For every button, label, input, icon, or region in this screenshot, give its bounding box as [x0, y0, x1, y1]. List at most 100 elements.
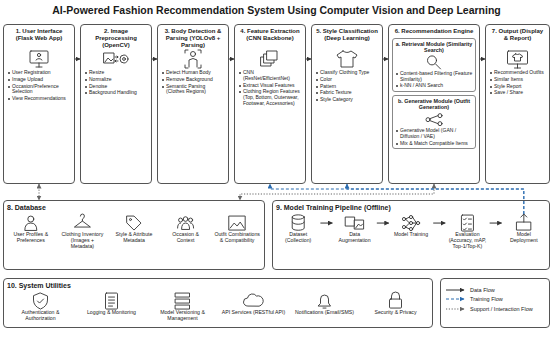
item-tile: Authentication & Authorization — [7, 292, 74, 322]
item-label: Clothing Inventory (Images + Metadata) — [60, 232, 106, 250]
dataset-icon — [292, 215, 304, 230]
lock-icon — [390, 292, 402, 308]
item-tile: Outfit Combinations & Compatibility — [213, 214, 261, 250]
outfit-image-icon — [229, 216, 245, 230]
item-tile: Occasion & Context — [162, 214, 210, 250]
hanger-icon — [74, 214, 90, 227]
bullet-item: Style Category — [315, 97, 379, 103]
legend-sample — [445, 296, 467, 302]
heading: 9. Model Training Pipeline (Offline) — [276, 204, 546, 212]
bullet-item: Denoise — [84, 84, 148, 90]
bullet-item: Semantic Parsing (Clothes Regions) — [161, 84, 225, 96]
user-icon — [25, 216, 37, 230]
group-panel: 10. System UtilitiesAuthentication & Aut… — [3, 278, 433, 328]
heading: 5. Style Classification (Deep Learning) — [315, 28, 379, 49]
heading: 7. Output (Display & Report) — [489, 28, 546, 49]
shirt-icon — [337, 51, 357, 67]
bell-icon — [319, 295, 331, 308]
item-label: Authentication & Authorization — [8, 310, 73, 322]
item-tile: Data Augmentation — [332, 214, 376, 250]
stage-box: 7. Output (Display & Report) Recommended … — [485, 24, 550, 184]
deploy-icon — [517, 214, 531, 230]
heading: 1. User Interface (Flask Web App) — [7, 28, 71, 49]
item-label: Logging & Monitoring — [79, 310, 144, 316]
group-panel: 8. DatabaseUser Profiles & Preferences Cl… — [3, 200, 265, 270]
item-tile: Evaluation (Accuracy, mAP, Top-1/Top-K) — [445, 214, 489, 250]
heading: 4. Feature Extraction (CNN Backbone) — [238, 28, 302, 49]
bullet-item: Fabric Texture — [315, 90, 379, 96]
stage-box: 3. Body Detection & Parsing (YOLOv8 + Pa… — [157, 24, 229, 184]
item-tile: Style & Attribute Metadata — [110, 214, 158, 250]
heading: 3. Body Detection & Parsing (YOLOv8 + Pa… — [161, 28, 225, 49]
heading: 8. Database — [7, 204, 261, 212]
stage-box: 2. Image Preprocessing (OpenCV)ResizeNor… — [80, 24, 152, 184]
item-label: Model Training — [390, 232, 432, 238]
flow-arrow — [39, 184, 40, 200]
search-icon — [428, 56, 441, 69]
legend-sample — [445, 287, 467, 293]
log-icon — [106, 293, 118, 309]
item-tile: Logging & Monitoring — [78, 292, 145, 322]
legend-label: Training Flow — [470, 296, 503, 302]
augment-icon — [346, 217, 364, 229]
stage-box: 5. Style Classification (Deep Learning) C… — [311, 24, 383, 184]
heading: 6. Recommendation Engine — [392, 28, 476, 35]
bullet-item: Background Handling — [84, 90, 148, 96]
heading: a. Retrieval Module (Similarity Search) — [395, 41, 473, 55]
item-label: Model Versioning & Management — [150, 310, 215, 322]
bullet-item: Save / Share — [489, 90, 546, 96]
bullet-item: Mix & Match Compatible Items — [395, 141, 473, 147]
image-gear-icon — [104, 53, 128, 63]
people-icon — [178, 217, 194, 229]
network-icon — [402, 215, 419, 230]
monitor-icon — [30, 51, 48, 67]
engine-box: 6. Recommendation Engine a. Retrieval Mod… — [388, 24, 480, 184]
bullet-item: Recommended Outfits — [489, 70, 546, 76]
bullet-item: Normalize — [84, 77, 148, 83]
item-tile: User Profiles & Preferences — [7, 214, 55, 250]
bullet-item: Generative Model (GAN / Diffusion / VAE) — [395, 128, 473, 140]
legend-box: Data FlowTraining FlowSupport / Interact… — [440, 278, 550, 328]
heading: 10. System Utilities — [7, 282, 429, 290]
item-tile: Model Deployment — [502, 214, 546, 250]
flow-arrow — [240, 184, 434, 200]
item-label: API Services (RESTful API) — [221, 310, 286, 316]
flow-arrow — [490, 223, 502, 224]
bullet-item: Classify Clothing Type — [315, 70, 379, 76]
group-panel: 9. Model Training Pipeline (Offline) Data… — [272, 200, 550, 270]
item-tile: Model Versioning & Management — [149, 292, 216, 322]
legend-label: Data Flow — [470, 287, 495, 293]
versions-icon — [176, 293, 190, 309]
bullet-item: Style Report — [489, 84, 546, 90]
stage-box: 1. User Interface (Flask Web App) User Re… — [3, 24, 75, 184]
item-label: User Profiles & Preferences — [8, 232, 54, 244]
tag-icon — [127, 216, 141, 230]
bullet-item: Content-based Filtering (Feature Similar… — [395, 71, 473, 83]
flow-arrow — [433, 223, 445, 224]
sub-module: b. Generative Module (Outfit Generation)… — [392, 95, 476, 149]
checklist-icon — [461, 215, 473, 231]
item-tile: Clothing Inventory (Images + Metadata) — [59, 214, 107, 250]
heading: 2. Image Preprocessing (OpenCV) — [84, 28, 148, 49]
layers-icon — [261, 51, 277, 66]
item-tile: Notifications (Email/SMS) — [291, 292, 358, 322]
bullet-item: Extract Visual Features — [238, 83, 302, 89]
flow-arrow — [377, 223, 389, 224]
item-label: Data Augmentation — [333, 232, 375, 244]
diagram-title: AI-Powered Fashion Recommendation System… — [0, 4, 553, 17]
item-label: Model Deployment — [503, 232, 545, 244]
item-tile: API Services (RESTful API) — [220, 292, 287, 322]
flow-arrow — [320, 223, 332, 224]
sub-module: a. Retrieval Module (Similarity Search) C… — [392, 38, 476, 92]
legend-label: Support / Interaction Flow — [470, 306, 533, 312]
bullet-item: User Registration — [7, 70, 71, 76]
item-label: Occasion & Context — [163, 232, 209, 244]
display-icon — [508, 51, 528, 68]
item-label: Dataset (Collection) — [277, 232, 319, 244]
item-label: Security & Privacy — [363, 310, 428, 316]
bullet-item: Color — [315, 77, 379, 83]
generate-icon — [426, 114, 442, 126]
cloud-icon — [244, 294, 264, 306]
bullet-item: k-NN / ANN Search — [395, 83, 473, 89]
bullet-item: View Recommendations — [7, 96, 71, 102]
